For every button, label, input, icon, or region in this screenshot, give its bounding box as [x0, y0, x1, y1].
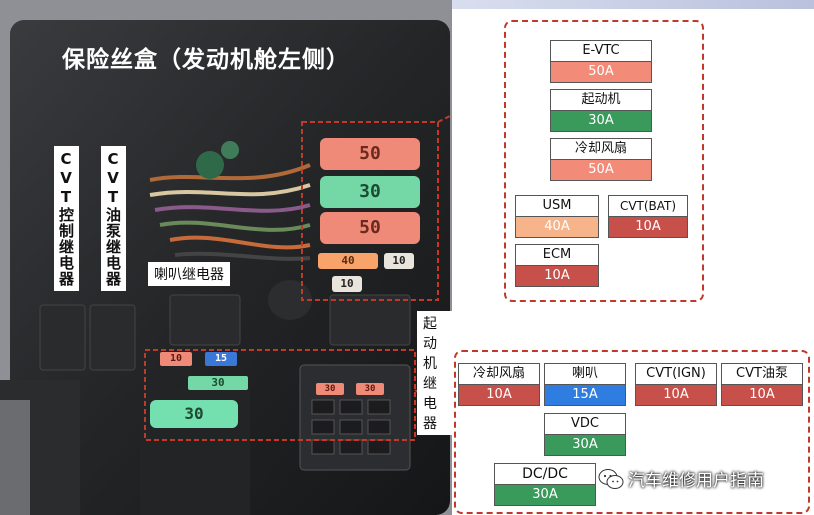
watermark: 汽车维修用户指南	[598, 466, 764, 491]
fuse-starter: 起动机 30A	[550, 89, 652, 132]
fuse-amp: 30A	[545, 435, 625, 455]
photo-fuse-right-1: 30	[316, 383, 344, 395]
fuse-amp: 50A	[551, 160, 651, 180]
photo-fuse-low-3: 30	[188, 376, 248, 390]
fuse-name: CVT(BAT)	[609, 196, 687, 217]
fuse-amp: 50A	[551, 62, 651, 82]
label-cvt-pump-relay: CVT油泵继电器	[101, 146, 126, 291]
fuse-name: DC/DC	[495, 464, 595, 485]
fuse-name: 冷却风扇	[551, 139, 651, 160]
photo-highlight-bottom	[144, 349, 416, 441]
fuse-amp: 10A	[459, 385, 539, 405]
fuse-amp: 30A	[495, 485, 595, 505]
fuse-amp: 15A	[545, 385, 625, 405]
photo-fuse-mid-1: 40	[318, 253, 378, 269]
photo-fuse-big-2: 30	[320, 176, 420, 208]
fuse-box-photo: 保险丝盒（发动机舱左侧） 50 30 50 40 10 10 10 15 30 …	[0, 0, 452, 515]
label-cvt-control-relay: CVT控制继电器	[54, 146, 79, 291]
fuse-amp: 10A	[722, 385, 802, 405]
bottom-fuse-panel	[454, 350, 810, 514]
fuse-name: CVT油泵	[722, 364, 802, 385]
photo-fuse-right-2: 30	[356, 383, 384, 395]
photo-fuse-low-2: 15	[205, 352, 237, 366]
fuse-amp: 10A	[636, 385, 716, 405]
fuse-name: CVT(IGN)	[636, 364, 716, 385]
watermark-text: 汽车维修用户指南	[628, 471, 764, 491]
fuse-horn: 喇叭 15A	[544, 363, 626, 406]
photo-fuse-low-4: 30	[150, 400, 238, 428]
wire-harness	[149, 163, 311, 261]
fuse-cvt-bat: CVT(BAT) 10A	[608, 195, 688, 238]
fuse-name: 起动机	[551, 90, 651, 111]
fuse-name: VDC	[545, 414, 625, 435]
fuse-cooling-fan: 冷却风扇 50A	[550, 138, 652, 181]
photo-fuse-mid-2: 10	[384, 253, 414, 269]
fuse-cooling-fan-small: 冷却风扇 10A	[458, 363, 540, 406]
fuse-ecm: ECM 10A	[515, 244, 599, 287]
fuse-cvt-ign: CVT(IGN) 10A	[635, 363, 717, 406]
photo-highlight-top	[301, 121, 439, 301]
fuse-evtc: E-VTC 50A	[550, 40, 652, 83]
photo-fuse-low-1: 10	[160, 352, 192, 366]
label-starter-relay: 起动机继电器	[417, 311, 452, 435]
fuse-dc-dc: DC/DC 30A	[494, 463, 596, 506]
fuse-name: E-VTC	[551, 41, 651, 62]
fuse-cvt-pump: CVT油泵 10A	[721, 363, 803, 406]
fuse-vdc: VDC 30A	[544, 413, 626, 456]
photo-fuse-big-1: 50	[320, 138, 420, 170]
fuse-amp: 10A	[609, 217, 687, 237]
top-fuse-panel	[504, 20, 704, 302]
page-title: 保险丝盒（发动机舱左侧）	[62, 47, 350, 73]
fuse-amp: 10A	[516, 266, 598, 286]
fuse-usm: USM 40A	[515, 195, 599, 238]
wechat-icon	[598, 468, 624, 489]
photo-fuse-big-3: 50	[320, 212, 420, 244]
fuse-amp: 40A	[516, 217, 598, 237]
fuse-name: ECM	[516, 245, 598, 266]
fuse-name: USM	[516, 196, 598, 217]
photo-fuse-mid-3: 10	[332, 276, 362, 292]
fuse-amp: 30A	[551, 111, 651, 131]
header-strip	[95, 0, 814, 9]
label-horn-relay: 喇叭继电器	[148, 262, 230, 286]
fuse-name: 喇叭	[545, 364, 625, 385]
fuse-name: 冷却风扇	[459, 364, 539, 385]
